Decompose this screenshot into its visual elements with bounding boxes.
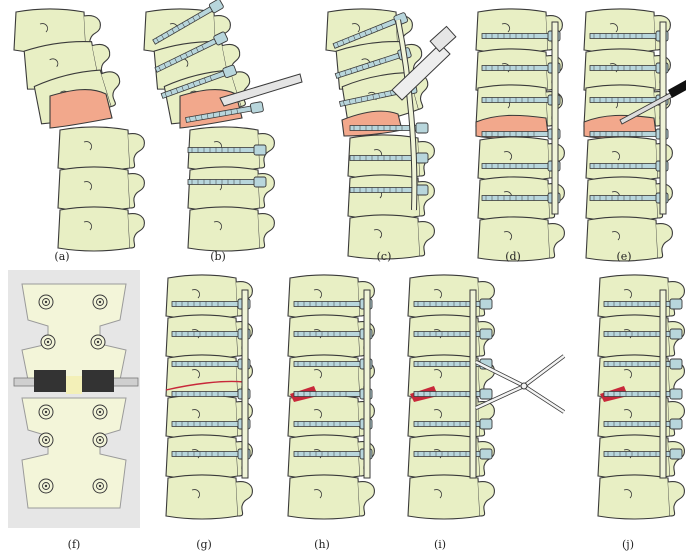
panel-label-c: (c) bbox=[376, 250, 392, 263]
panel-label-e: (e) bbox=[616, 250, 632, 263]
panel-label-d: (d) bbox=[505, 250, 521, 263]
scalpel-icon bbox=[219, 73, 303, 107]
panel-c bbox=[325, 8, 457, 260]
panel-label-b: (b) bbox=[210, 250, 226, 263]
panel-label-g: (g) bbox=[196, 538, 212, 551]
rod-holder-icon bbox=[391, 25, 457, 101]
panel-i bbox=[407, 274, 566, 520]
panel-label-a: (a) bbox=[54, 250, 70, 263]
panel-label-i: (i) bbox=[433, 538, 447, 551]
panel-e bbox=[583, 8, 686, 262]
chisel-icon bbox=[619, 80, 686, 125]
distractor-icon bbox=[475, 354, 566, 414]
resected-segment bbox=[49, 88, 113, 129]
panel-a bbox=[13, 8, 145, 252]
panel-h bbox=[287, 274, 375, 520]
panel-g bbox=[165, 274, 253, 520]
panel-d bbox=[475, 8, 565, 262]
panel-label-f: (f) bbox=[67, 538, 81, 551]
panel-f bbox=[8, 270, 140, 528]
panel-label-j: (j) bbox=[622, 538, 634, 551]
panel-b bbox=[143, 0, 303, 252]
resection-block bbox=[13, 370, 139, 394]
panel-j bbox=[597, 274, 685, 520]
lower-vertebrae bbox=[57, 126, 145, 252]
panel-label-h: (h) bbox=[314, 538, 330, 551]
